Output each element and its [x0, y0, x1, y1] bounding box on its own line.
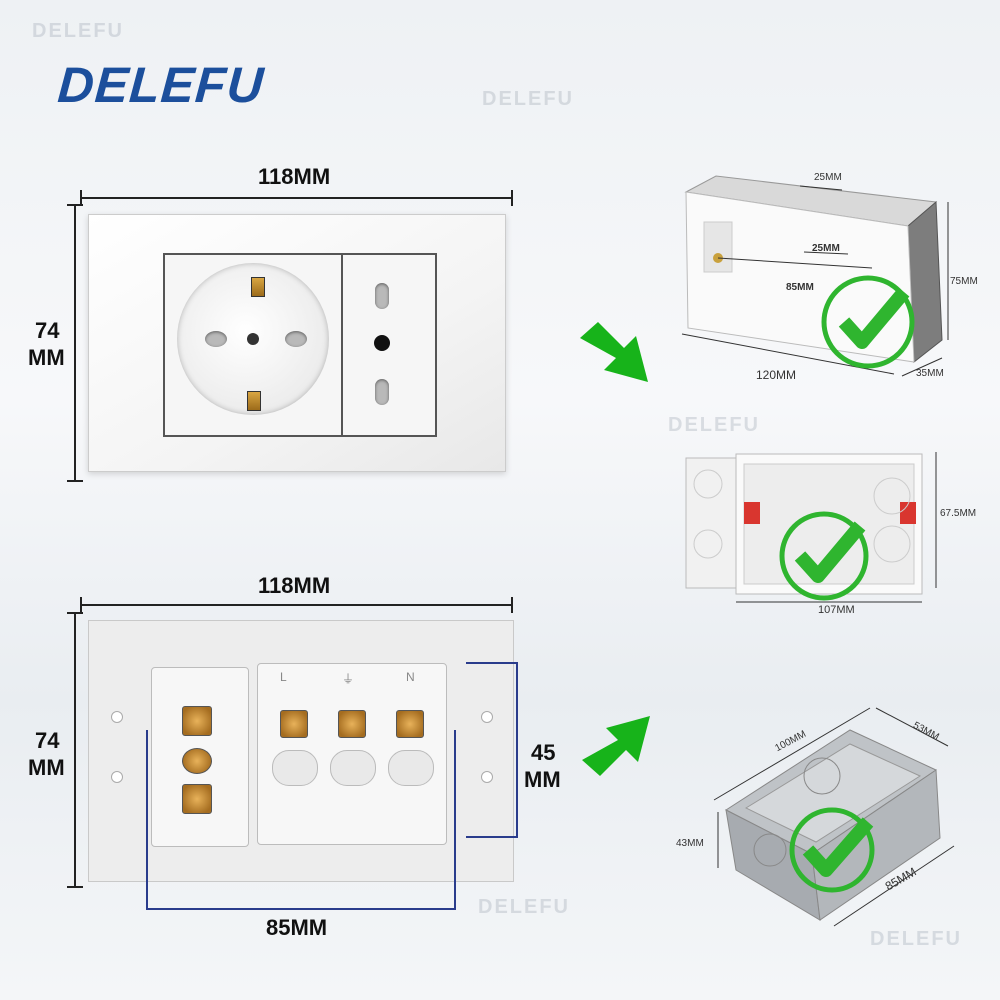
box-3-height-label: 43MM — [676, 838, 704, 849]
mount-hole — [481, 771, 493, 783]
schuko-socket — [177, 263, 329, 415]
italian-ground-hole — [374, 335, 390, 351]
arrow-right-down-icon — [580, 322, 648, 382]
box-1-drawing — [681, 175, 949, 377]
terminal-release — [388, 750, 434, 786]
dim-tick — [67, 480, 83, 482]
mount-width-line — [146, 908, 456, 910]
socket-pin-hole — [285, 331, 307, 347]
back-plate: L ⏚ N — [88, 620, 514, 882]
watermark: DELEFU — [478, 896, 570, 918]
dim-tick — [80, 190, 82, 206]
top-height-label: 74 — [35, 318, 60, 343]
watermark: DELEFU — [32, 20, 124, 42]
mount-hole — [481, 711, 493, 723]
italian-pin-hole — [375, 283, 389, 309]
watermark: DELEFU — [870, 928, 962, 950]
socket-center-hole — [247, 333, 259, 345]
brand-logo: DELEFU — [56, 57, 266, 113]
socket-insert — [163, 253, 437, 437]
bottom-height-unit: MM — [28, 755, 65, 780]
dim-tick — [67, 612, 83, 614]
dim-tick — [466, 662, 518, 664]
mount-width-label: 85MM — [266, 915, 328, 940]
left-terminal-block — [151, 667, 249, 847]
terminal-mark-l: L — [280, 670, 287, 684]
terminal-mark-n: N — [406, 670, 415, 684]
top-width-line — [80, 197, 512, 199]
box-2-height-label: 67.5MM — [940, 508, 977, 519]
terminal-screw — [182, 748, 212, 774]
box-1-depth-label: 35MM — [916, 368, 944, 379]
glass-plate — [88, 214, 506, 472]
italian-pin-hole — [375, 379, 389, 405]
bottom-width-line — [80, 604, 512, 606]
terminal-height-unit: MM — [524, 767, 561, 792]
terminal-screw — [396, 710, 424, 738]
mount-hole — [111, 711, 123, 723]
box-1-center-label: 85MM — [786, 282, 814, 293]
dim-tick — [67, 204, 83, 206]
dim-tick — [80, 597, 82, 613]
box-1-height-label: 75MM — [950, 276, 978, 287]
terminal-height-line — [516, 662, 518, 838]
box-1-top-label: 25MM — [814, 172, 842, 183]
box-2-length-label: 107MM — [818, 604, 855, 616]
insert-divider — [341, 255, 343, 435]
terminal-screw — [182, 706, 212, 736]
box-1-length-label: 120MM — [756, 368, 797, 382]
right-terminal-block: L ⏚ N — [257, 663, 447, 845]
terminal-screw — [182, 784, 212, 814]
dim-tick — [146, 730, 148, 910]
ground-clip-top — [251, 277, 265, 297]
dim-tick — [466, 836, 518, 838]
terminal-height-label: 45 — [531, 740, 556, 765]
mount-hole — [111, 771, 123, 783]
watermark: DELEFU — [482, 88, 574, 110]
watermark: DELEFU — [668, 414, 760, 436]
terminal-screw — [338, 710, 366, 738]
box-2-drawing — [685, 452, 937, 603]
dim-tick — [67, 886, 83, 888]
terminal-mark-ground: ⏚ — [342, 672, 355, 686]
arrow-right-up-icon — [582, 716, 650, 776]
terminal-release — [272, 750, 318, 786]
dim-tick — [511, 597, 513, 613]
box-3-drawing — [713, 707, 955, 927]
ground-clip-bottom — [247, 391, 261, 411]
top-width-label: 118MM — [258, 164, 331, 189]
top-height-line — [74, 204, 76, 482]
dim-tick — [511, 190, 513, 206]
terminal-release — [330, 750, 376, 786]
top-height-unit: MM — [28, 345, 65, 370]
bottom-height-line — [74, 612, 76, 888]
terminal-screw — [280, 710, 308, 738]
box-1-inner-label: 25MM — [812, 243, 840, 254]
socket-pin-hole — [205, 331, 227, 347]
bottom-height-label: 74 — [35, 728, 60, 753]
dim-tick — [454, 730, 456, 910]
bottom-width-label: 118MM — [258, 573, 331, 598]
